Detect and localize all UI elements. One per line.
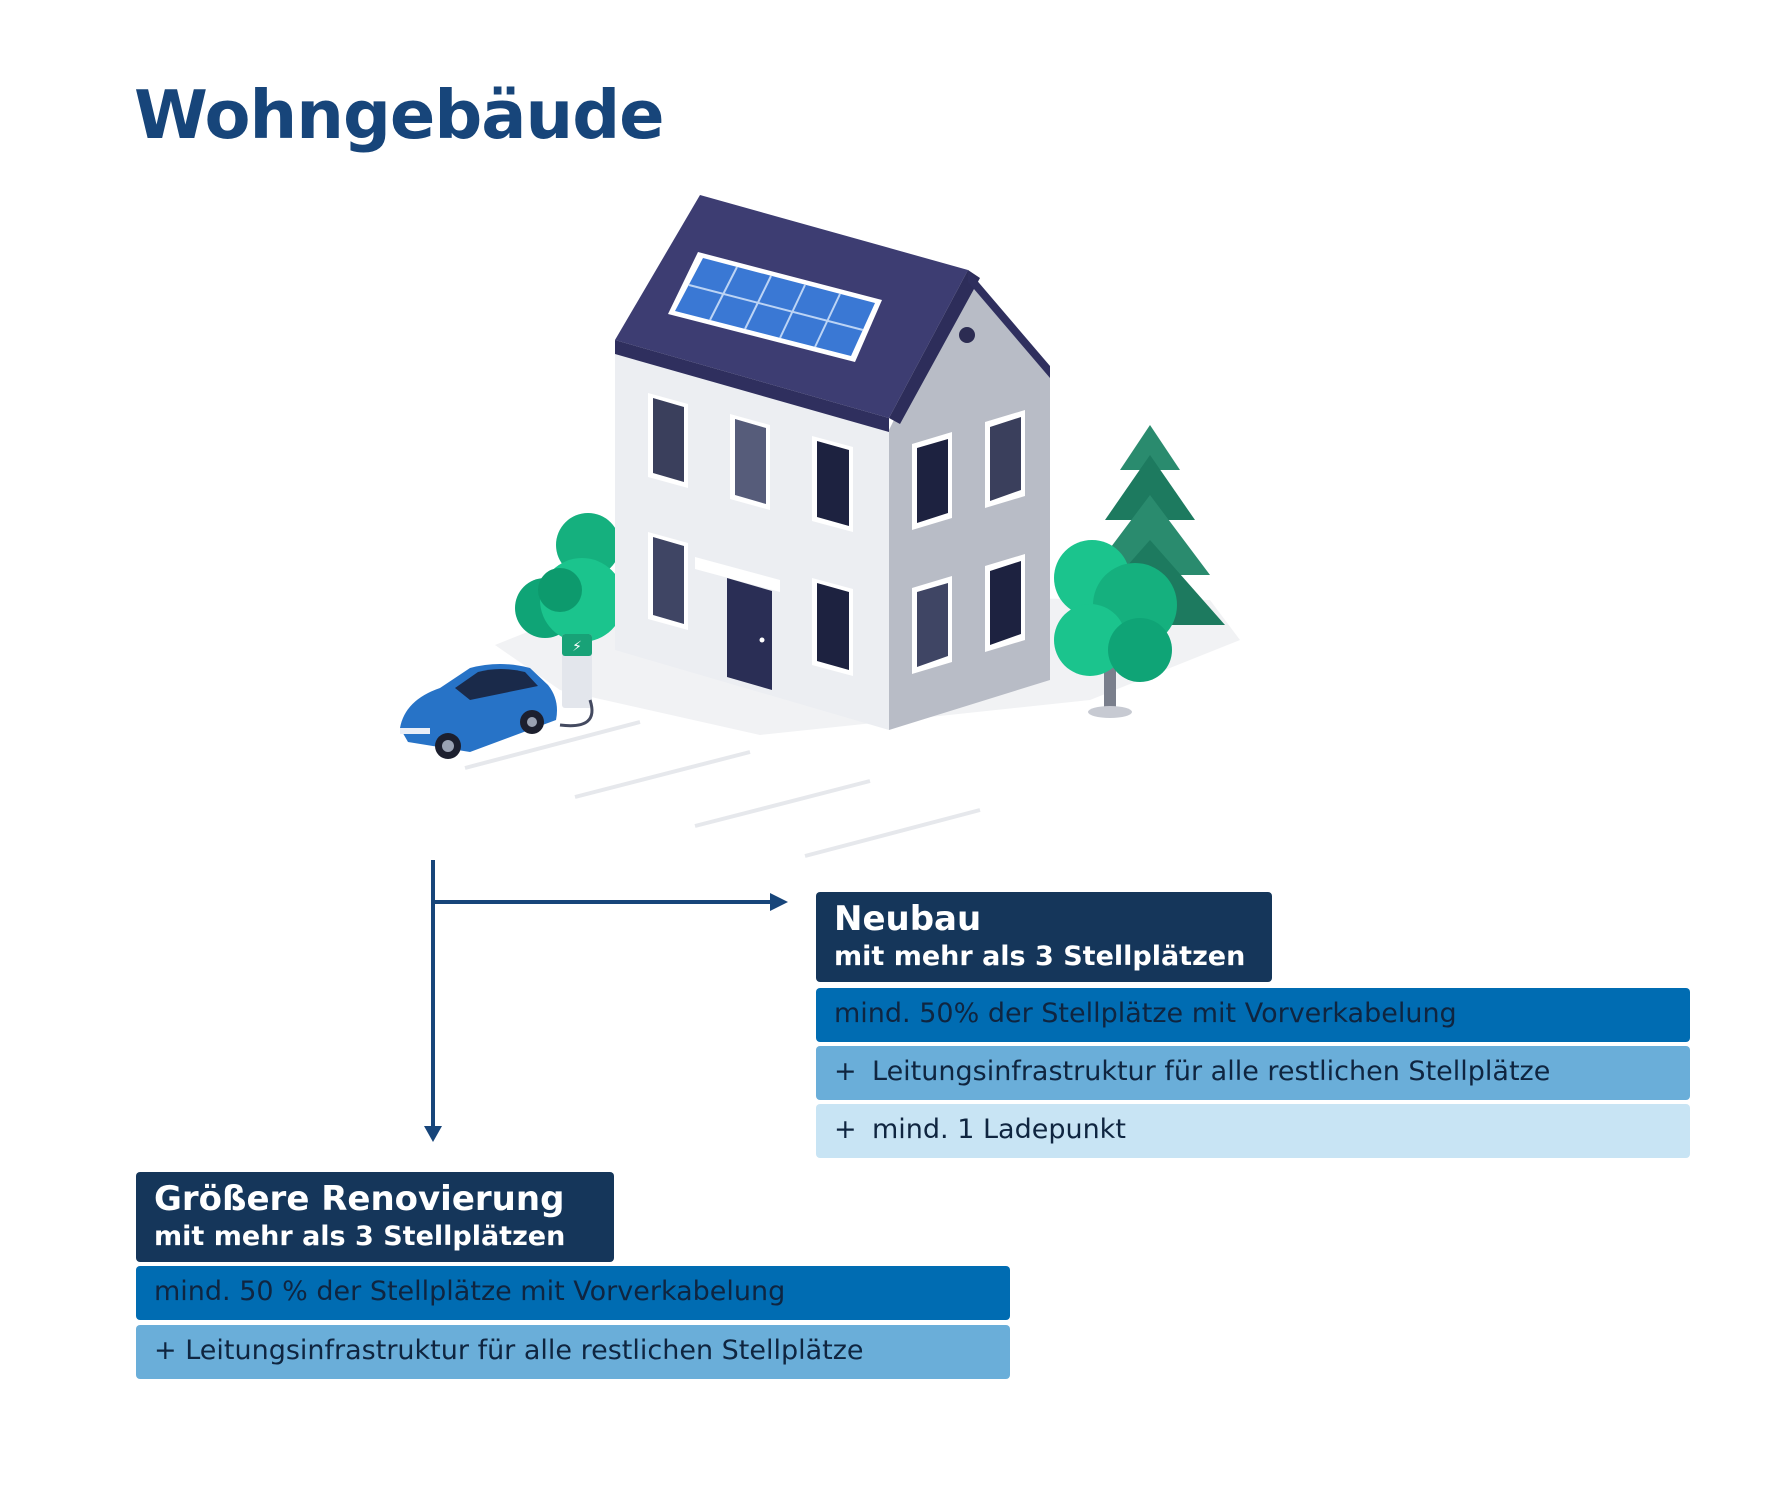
renovierung-header: Größere Renovierung mit mehr als 3 Stell…	[136, 1172, 614, 1262]
house-illustration: ⚡	[400, 195, 1240, 858]
plus-icon: +	[154, 1335, 177, 1366]
renovierung-item-1-text: mind. 50 % der Stellplätze mit Vorverkab…	[154, 1276, 786, 1307]
renovierung-title: Größere Renovierung	[154, 1179, 565, 1219]
charging-station-icon: ⚡	[559, 634, 594, 728]
electric-car-icon	[400, 664, 557, 759]
door-icon	[695, 557, 780, 690]
neubau-item-3-text: mind. 1 Ladepunkt	[872, 1114, 1126, 1145]
neubau-item-3: + mind. 1 Ladepunkt	[816, 1104, 1690, 1158]
plus-icon: +	[834, 1114, 857, 1145]
arrow-right-head	[770, 893, 788, 911]
plus-icon: +	[834, 1056, 857, 1087]
renovierung-subtitle: mit mehr als 3 Stellplätzen	[154, 1221, 566, 1252]
svg-text:⚡: ⚡	[572, 639, 582, 655]
page-title: Wohngebäude	[134, 76, 665, 154]
neubau-header: Neubau mit mehr als 3 Stellplätzen	[816, 892, 1272, 982]
window-icon	[648, 393, 853, 676]
neubau-item-1-text: mind. 50% der Stellplätze mit Vorverkabe…	[834, 998, 1457, 1029]
renovierung-item-2: + Leitungsinfrastruktur für alle restlic…	[136, 1325, 1010, 1379]
renovierung-item-2-text: Leitungsinfrastruktur für alle restliche…	[185, 1335, 864, 1366]
renovierung-item-1: mind. 50 % der Stellplätze mit Vorverkab…	[136, 1266, 1010, 1320]
neubau-subtitle: mit mehr als 3 Stellplätzen	[834, 941, 1246, 972]
solar-panel-icon	[668, 252, 882, 362]
neubau-item-2: + Leitungsinfrastruktur für alle restlich…	[816, 1046, 1690, 1100]
arrow-down-head	[424, 1126, 442, 1142]
tree-icon	[515, 513, 624, 642]
neubau-item-1: mind. 50% der Stellplätze mit Vorverkabe…	[816, 988, 1690, 1042]
neubau-item-2-text: Leitungsinfrastruktur für alle restliche…	[872, 1056, 1551, 1087]
tree-icon	[1054, 540, 1177, 718]
window-icon	[912, 410, 1025, 674]
neubau-title: Neubau	[834, 899, 982, 939]
